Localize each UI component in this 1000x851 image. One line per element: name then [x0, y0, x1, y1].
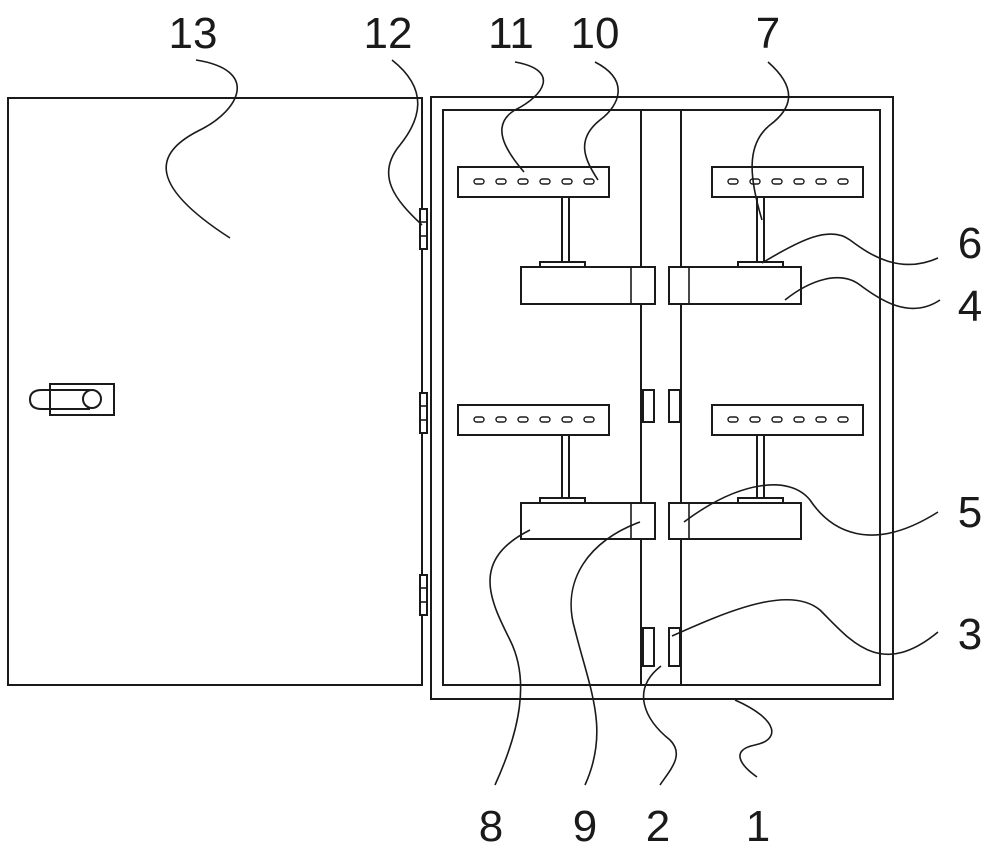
leader-6	[761, 233, 939, 266]
leader-5	[683, 484, 939, 536]
leader-13	[165, 59, 239, 239]
door-panel	[7, 97, 423, 686]
label-1: 1	[746, 802, 770, 851]
label-10: 10	[571, 9, 620, 58]
label-4: 4	[958, 282, 982, 331]
upper-right-unit	[668, 166, 864, 305]
leader-4	[784, 277, 941, 310]
leader-9	[570, 521, 641, 786]
leader-lines	[165, 59, 941, 786]
label-13: 13	[169, 9, 218, 58]
label-9: 9	[573, 802, 597, 851]
label-12: 12	[364, 9, 413, 58]
leader-7	[751, 61, 790, 221]
leader-1	[734, 699, 773, 778]
label-2: 2	[646, 802, 670, 851]
door-lock	[28, 383, 115, 416]
leader-11	[501, 61, 545, 173]
label-6: 6	[958, 219, 982, 268]
leader-3	[671, 598, 939, 655]
cabinet-body	[430, 96, 894, 700]
label-5: 5	[958, 488, 982, 537]
divider-blocks	[642, 389, 681, 667]
hinges	[419, 208, 428, 616]
leader-2	[642, 665, 677, 786]
upper-left-unit	[457, 166, 656, 305]
reference-numbers: 13 12 11 10 7 6 4 5 3 8 9 2 1	[169, 9, 983, 851]
label-8: 8	[479, 802, 503, 851]
leader-10	[583, 61, 619, 181]
label-11: 11	[488, 9, 534, 58]
label-7: 7	[756, 9, 780, 58]
leader-8	[489, 529, 531, 786]
label-3: 3	[958, 610, 982, 659]
lower-right-unit	[668, 404, 864, 540]
lower-left-unit	[457, 404, 656, 540]
leader-12	[387, 59, 423, 226]
